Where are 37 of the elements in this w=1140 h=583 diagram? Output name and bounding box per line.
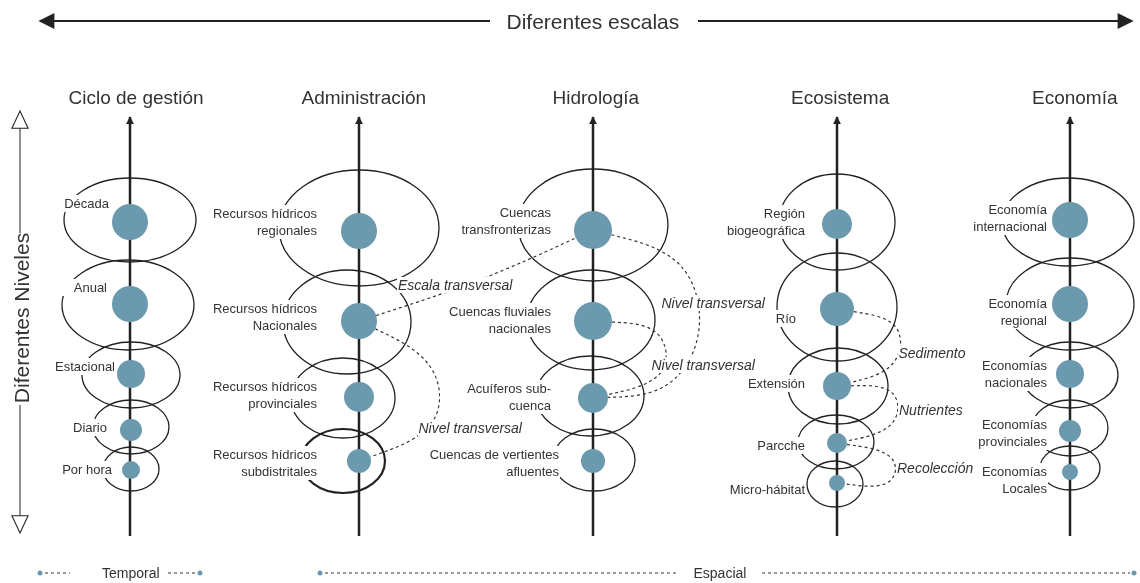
level-dot — [120, 419, 142, 441]
level-dot — [112, 286, 148, 322]
edge-label: Nutrientes — [898, 402, 964, 418]
edge-label: Nivel transversal — [660, 295, 766, 311]
level-dot — [117, 360, 145, 388]
level-dot — [822, 209, 852, 239]
level-dot — [1059, 420, 1081, 442]
level-dot — [341, 213, 377, 249]
level-dot — [347, 449, 371, 473]
level-dot — [1052, 202, 1088, 238]
level-dot — [820, 292, 854, 326]
edge-label: Nivel transversal — [417, 420, 523, 436]
edge-label: Sedimento — [897, 345, 967, 361]
level-dot — [574, 302, 612, 340]
dashed-connector — [846, 385, 899, 442]
level-label: Acuíferos sub-cuenca — [440, 380, 552, 414]
edge-label: Escala transversal — [397, 277, 514, 293]
dashed-connector — [607, 234, 701, 399]
edge-label: Nivel transversal — [650, 357, 756, 373]
scale-label: Temporal — [102, 565, 160, 581]
dashed-connector — [844, 443, 897, 487]
level-dot — [1056, 360, 1084, 388]
level-dot — [581, 449, 605, 473]
level-dot — [827, 433, 847, 453]
level-dot — [344, 382, 374, 412]
level-dot — [829, 475, 845, 491]
level-dot — [578, 383, 608, 413]
level-dot — [823, 372, 851, 400]
level-dot — [1062, 464, 1078, 480]
level-dot — [341, 303, 377, 339]
dashed-connector — [607, 321, 667, 396]
scale-label: Espacial — [693, 565, 747, 581]
level-dot — [112, 204, 148, 240]
level-dot — [122, 461, 140, 479]
level-dot — [574, 211, 612, 249]
level-dot — [1052, 286, 1088, 322]
edge-label: Recolección — [896, 460, 975, 476]
